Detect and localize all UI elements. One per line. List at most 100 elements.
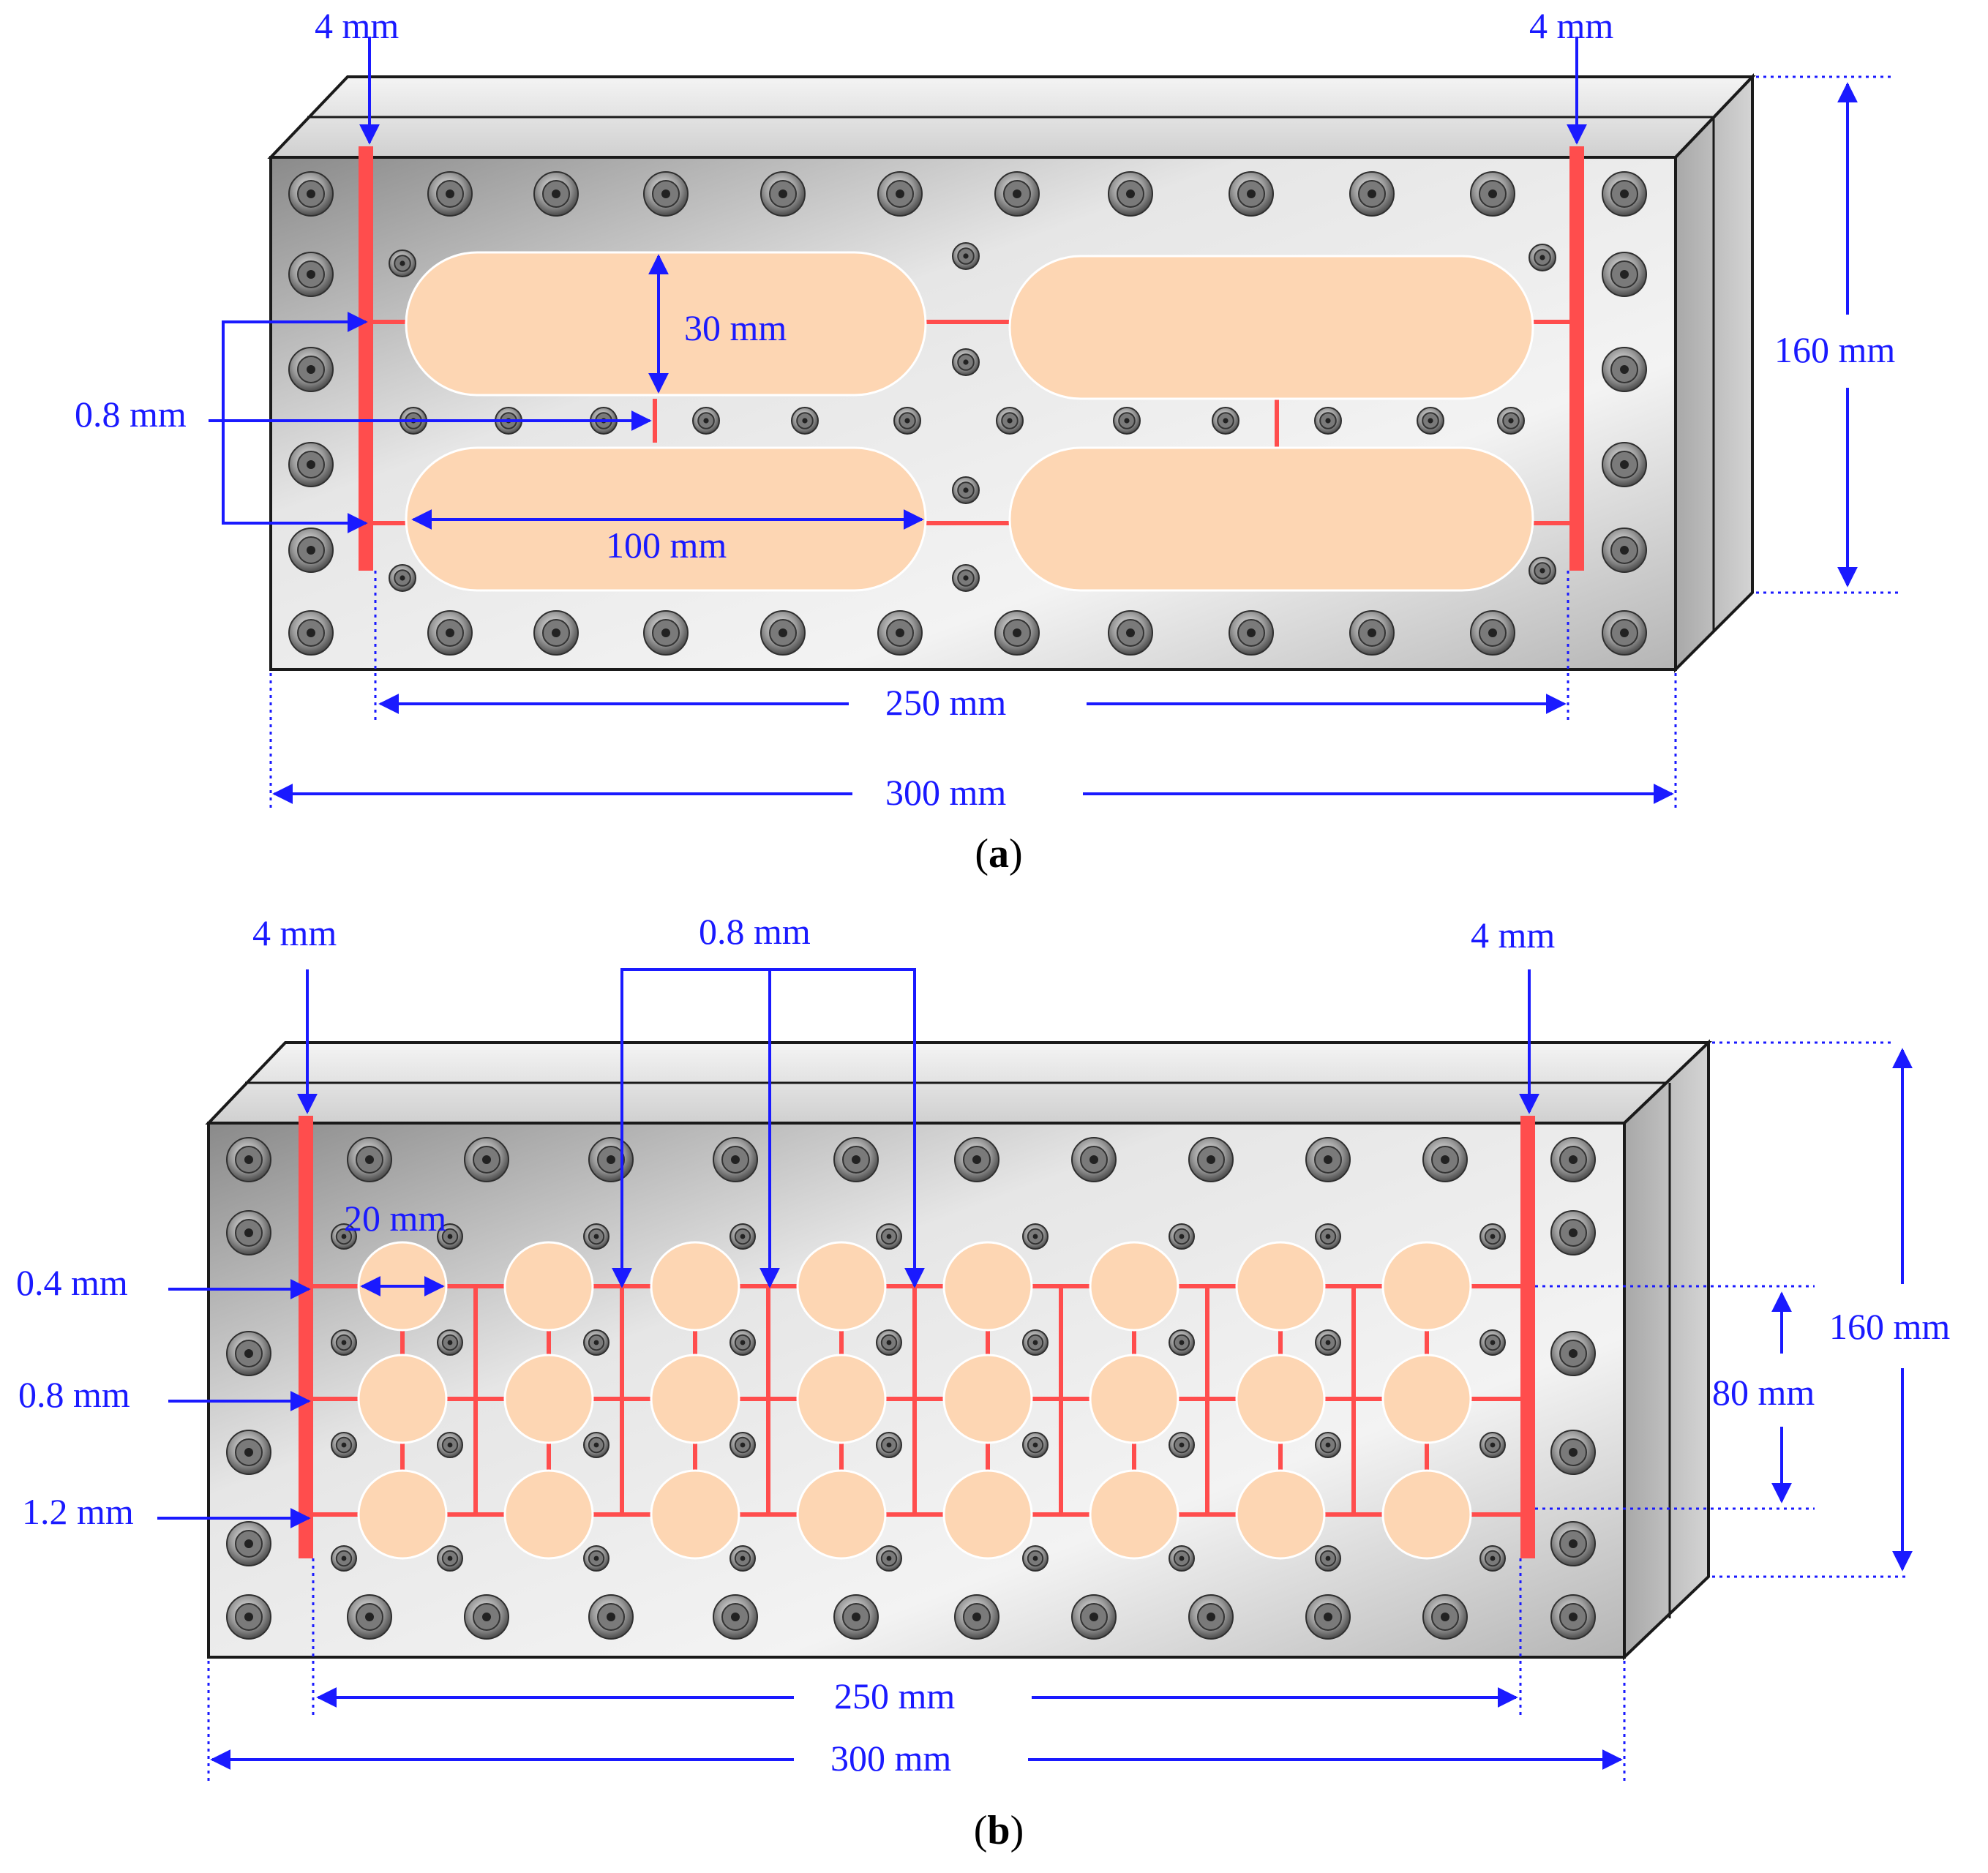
bolt-icon: [952, 564, 980, 592]
cylindrical-cell: [1089, 1354, 1179, 1444]
bolt-icon: [1305, 1594, 1351, 1640]
dimensions-a: [209, 37, 1902, 808]
bolt-icon: [1602, 442, 1647, 487]
cylindrical-cell: [1235, 1241, 1326, 1332]
bolt-icon: [994, 610, 1040, 656]
bolt-icon: [692, 407, 720, 435]
bolt-icon: [1022, 1545, 1049, 1572]
bolt-icon: [1315, 1223, 1341, 1250]
cylindrical-cell: [942, 1241, 1033, 1332]
inner-width-label: 250 mm: [885, 682, 1006, 723]
bolt-icon: [1479, 1545, 1506, 1572]
bolt-icon: [288, 347, 334, 392]
bolt-icon: [713, 1137, 758, 1182]
bolt-icon: [760, 171, 806, 217]
bolt-icon: [588, 1137, 634, 1182]
bolt-icon: [533, 171, 579, 217]
bolt-icon: [1305, 1137, 1351, 1182]
bolt-icon: [729, 1545, 756, 1572]
bolt-icon: [1022, 1223, 1049, 1250]
bolt-icon: [1497, 407, 1525, 435]
bolt-icon: [331, 1329, 357, 1356]
cylindrical-cell: [796, 1469, 887, 1560]
coolant-channels-a: [373, 320, 1569, 525]
bolt-icon: [1113, 407, 1141, 435]
cylindrical-cell: [650, 1241, 740, 1332]
bolt-icon: [437, 1432, 463, 1458]
bolt-icon: [288, 252, 334, 297]
bolt-icon: [877, 171, 923, 217]
bolt-icon: [876, 1223, 902, 1250]
pouch-cell: [1008, 446, 1534, 592]
bolt-icon: [226, 1137, 271, 1182]
cylindrical-cell: [1235, 1469, 1326, 1560]
heater-right-b: [1520, 1116, 1535, 1558]
cylindrical-cell: [503, 1354, 594, 1444]
bolt-icon: [1169, 1545, 1195, 1572]
cylindrical-cell: [357, 1354, 448, 1444]
bolt-icon: [729, 1223, 756, 1250]
bolt-icon: [331, 1223, 357, 1250]
bolt-icon: [1602, 610, 1647, 656]
bolt-icon: [952, 242, 980, 270]
bolt-icon: [791, 407, 819, 435]
row-span-label: 80 mm: [1712, 1372, 1815, 1413]
cell-length-label: 100 mm: [606, 525, 727, 566]
bolt-icon: [833, 1594, 879, 1640]
bolt-icon: [226, 1594, 271, 1640]
bolt-icon: [1315, 1432, 1341, 1458]
bolt-icon: [331, 1432, 357, 1458]
bolt-icon: [1422, 1594, 1468, 1640]
cylindrical-cell: [942, 1469, 1033, 1560]
inner-width-label: 250 mm: [834, 1675, 955, 1716]
heater-width-label-right: 4 mm: [1529, 5, 1613, 46]
bolt-icon: [583, 1223, 609, 1250]
bolt-icon: [1602, 347, 1647, 392]
bolt-icon: [1550, 1430, 1596, 1475]
bolt-icon: [1470, 171, 1515, 217]
bolt-icon: [1188, 1594, 1234, 1640]
bolt-icon: [1349, 610, 1395, 656]
cylindrical-cell: [357, 1469, 448, 1560]
cylindrical-cell: [1381, 1354, 1472, 1444]
panel-a: 4 mm 4 mm 160 mm 30 mm 0.8 mm 100 mm 250…: [75, 5, 1902, 877]
bolt-icon: [288, 528, 334, 573]
bolt-icon: [288, 610, 334, 656]
plate-height-label: 160 mm: [1829, 1306, 1950, 1347]
bolt-icon: [1602, 171, 1647, 217]
cylindrical-cell: [1381, 1469, 1472, 1560]
bolt-icon: [1071, 1594, 1117, 1640]
caption-a: (a): [975, 831, 1022, 877]
bolt-icon: [643, 171, 689, 217]
cylindrical-cell: [503, 1469, 594, 1560]
bolt-icon: [1479, 1432, 1506, 1458]
pouch-cell: [1008, 255, 1534, 400]
channel-width-label: 0.8 mm: [699, 911, 811, 952]
cylindrical-cell: [942, 1354, 1033, 1444]
bolt-icon: [876, 1545, 902, 1572]
bolt-icon: [226, 1521, 271, 1566]
bolt-icon: [533, 610, 579, 656]
bolt-icon: [1528, 557, 1556, 585]
bolt-icon: [1528, 244, 1556, 271]
bolt-icon: [1169, 1223, 1195, 1250]
cylindrical-cell: [1089, 1241, 1179, 1332]
bolt-icon: [1229, 610, 1274, 656]
bolt-icon: [437, 1329, 463, 1356]
bolt-icon: [226, 1331, 271, 1376]
bolt-icon: [389, 249, 416, 277]
bolt-icon: [583, 1329, 609, 1356]
bolt-icon: [996, 407, 1024, 435]
heater-left-b: [299, 1116, 313, 1558]
bolt-icon: [1602, 252, 1647, 297]
heater-left-a: [359, 146, 373, 571]
bolt-icon: [464, 1137, 509, 1182]
dimension-labels-a: 4 mm 4 mm 160 mm 30 mm 0.8 mm 100 mm 250…: [75, 5, 1895, 813]
row-top-channel-label: 0.4 mm: [16, 1262, 128, 1303]
bolt-icon: [1550, 1594, 1596, 1640]
bolt-icon: [347, 1594, 392, 1640]
bolt-icon: [760, 610, 806, 656]
bolt-group-b: [226, 1137, 1596, 1640]
heater-width-label-left: 4 mm: [252, 912, 337, 953]
